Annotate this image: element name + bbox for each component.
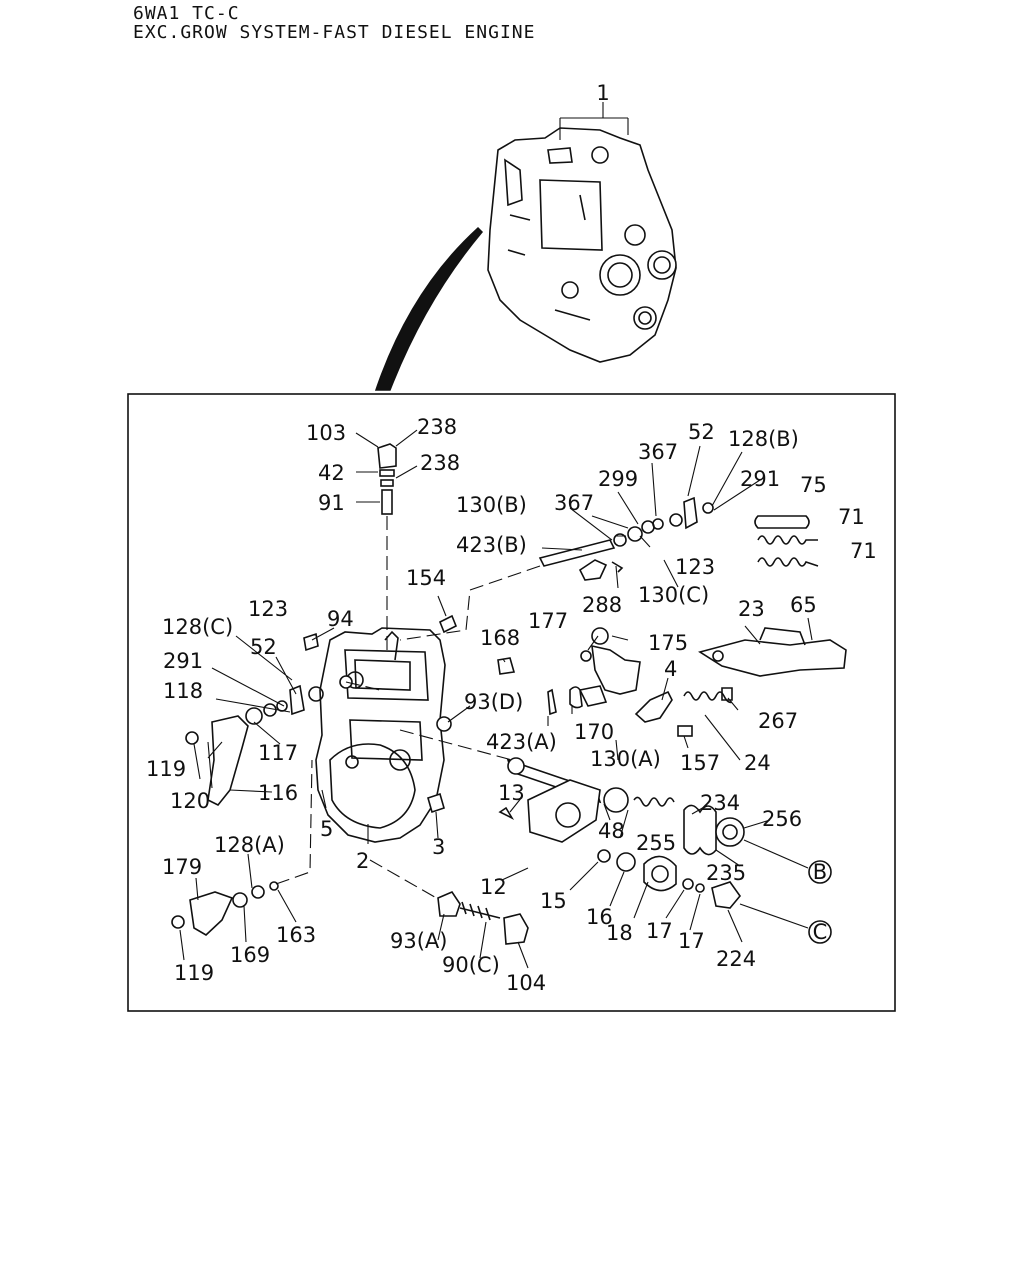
- callout-118: 118: [163, 679, 203, 703]
- callout-288: 288: [582, 593, 622, 617]
- callout-291-top: 291: [740, 467, 780, 491]
- callout-119-bottom: 119: [174, 961, 214, 985]
- callout-179: 179: [162, 855, 202, 879]
- callout-123-right: 123: [675, 555, 715, 579]
- left-lever-group: [185, 675, 381, 807]
- callout-154: 154: [406, 566, 446, 590]
- callout-13: 13: [498, 781, 525, 805]
- misc-bolts: [303, 614, 516, 814]
- detail-frame: [127, 393, 896, 1012]
- callout-235: 235: [706, 861, 746, 885]
- bottom-bolt-group: [369, 859, 529, 945]
- callout-71-bottom: 71: [850, 539, 877, 563]
- callout-17-second: 17: [678, 929, 705, 953]
- governor-housing: [315, 627, 446, 843]
- callout-65: 65: [790, 593, 817, 617]
- callout-423a: 423(A): [486, 730, 557, 754]
- callout-238-mid: 238: [420, 451, 460, 475]
- callout-18: 18: [606, 921, 633, 945]
- callout-130a: 130(A): [590, 747, 661, 771]
- callout-17-first: 17: [646, 919, 673, 943]
- governor-shaft-parts: [399, 729, 809, 929]
- connector-markers: B C: [808, 860, 832, 944]
- diagram-description: EXC.GROW SYSTEM-FAST DIESEL ENGINE: [133, 22, 536, 43]
- callout-299: 299: [598, 467, 638, 491]
- callout-423b: 423(B): [456, 533, 527, 557]
- callout-3: 3: [432, 835, 445, 859]
- callout-117: 117: [258, 741, 298, 765]
- callout-175: 175: [648, 631, 688, 655]
- callout-75: 75: [800, 473, 827, 497]
- callout-2: 2: [356, 849, 369, 873]
- callout-128b: 128(B): [728, 427, 799, 451]
- connector-b-circle: [808, 860, 832, 884]
- lower-left-lever-group: [171, 759, 313, 936]
- callout-367-top: 367: [638, 440, 678, 464]
- callout-16: 16: [586, 905, 613, 929]
- springs-75-71: [754, 515, 819, 567]
- callout-168: 168: [480, 626, 520, 650]
- callout-42: 42: [318, 461, 345, 485]
- callout-119-left: 119: [146, 757, 186, 781]
- callout-93d: 93(D): [464, 690, 523, 714]
- callout-52-top: 52: [688, 420, 715, 444]
- callout-116: 116: [258, 781, 298, 805]
- spring-24-lever-4: [634, 690, 733, 737]
- callout-177: 177: [528, 609, 568, 633]
- callout-367-mid: 367: [554, 491, 594, 515]
- connector-b: B: [813, 860, 827, 884]
- callout-labels: 1 103 238 42 238 91 52 128(B) 367 291 75…: [146, 81, 877, 995]
- callout-123-left: 123: [248, 597, 288, 621]
- callout-128a: 128(A): [214, 833, 285, 857]
- lever-175-assembly: [547, 627, 641, 716]
- top-plug-stack: [377, 443, 397, 655]
- callout-90c: 90(C): [442, 953, 500, 977]
- callout-234: 234: [700, 791, 740, 815]
- callout-256: 256: [762, 807, 802, 831]
- connector-c: C: [813, 920, 828, 944]
- callout-15: 15: [540, 889, 567, 913]
- callout-238-top: 238: [417, 415, 457, 439]
- leader-lines: [179, 429, 813, 969]
- callout-52-left: 52: [250, 635, 277, 659]
- lever-bracket-23-65: [698, 627, 847, 701]
- callout-1: 1: [596, 81, 609, 105]
- callout-128c: 128(C): [162, 615, 233, 639]
- callout-93a: 93(A): [390, 929, 447, 953]
- callout-94: 94: [327, 607, 354, 631]
- callout-291-left: 291: [163, 649, 203, 673]
- connector-c-circle: [808, 920, 832, 944]
- lever-shaft-assembly: [399, 496, 714, 641]
- callout-48: 48: [598, 819, 625, 843]
- callout-170: 170: [574, 720, 614, 744]
- pointer-arrow: [374, 226, 484, 391]
- callout-71-top: 71: [838, 505, 865, 529]
- callout-130c: 130(C): [638, 583, 709, 607]
- callout-91: 91: [318, 491, 345, 515]
- callout-163: 163: [276, 923, 316, 947]
- callout-24: 24: [744, 751, 771, 775]
- callout-169: 169: [230, 943, 270, 967]
- callout-104: 104: [506, 971, 546, 995]
- callout-4: 4: [664, 657, 677, 681]
- callout-103: 103: [306, 421, 346, 445]
- callout-224: 224: [716, 947, 756, 971]
- model-code: 6WA1 TC-C: [133, 3, 240, 24]
- callout-23: 23: [738, 597, 765, 621]
- injection-pump-overview: [487, 102, 677, 363]
- callout-120: 120: [170, 789, 210, 813]
- callout-5: 5: [320, 817, 333, 841]
- callout-12: 12: [480, 875, 507, 899]
- callout-130b: 130(B): [456, 493, 527, 517]
- callout-267: 267: [758, 709, 798, 733]
- callout-255: 255: [636, 831, 676, 855]
- callout-157: 157: [680, 751, 720, 775]
